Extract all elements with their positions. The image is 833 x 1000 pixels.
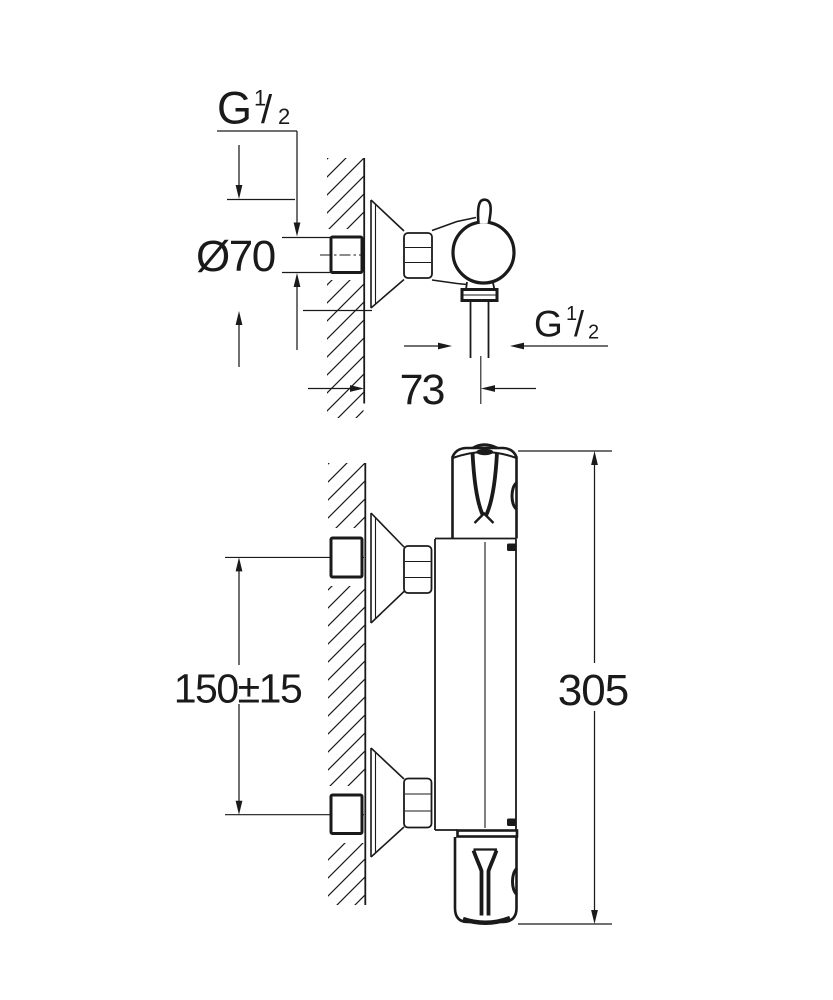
bottom-handle xyxy=(453,829,519,925)
dimension-wall-offset: 73 xyxy=(308,366,536,414)
handle-side-button xyxy=(511,867,519,896)
top-handle xyxy=(451,443,518,539)
handle-side-button xyxy=(510,481,518,511)
arrowhead xyxy=(235,557,243,572)
supply-nipple-side xyxy=(320,235,365,274)
lower-s-union xyxy=(329,747,433,858)
arrowhead xyxy=(235,311,243,325)
arrowhead xyxy=(510,342,524,350)
dimension-escutcheon-diameter: Ø70 xyxy=(196,145,276,367)
arrowhead xyxy=(591,451,598,465)
arrowhead xyxy=(235,185,243,199)
dimension-text-connection-spacing: 150±15 xyxy=(174,666,302,712)
arrowhead xyxy=(235,800,243,815)
lower-supply-nipple xyxy=(329,793,364,835)
handle-collar xyxy=(456,829,519,838)
dimension-overall-length: 305 xyxy=(518,450,629,925)
escutcheon-side xyxy=(370,199,405,309)
handle-top-dome xyxy=(472,443,498,450)
dimension-connection-spacing: 150±15 xyxy=(174,557,303,815)
dimension-text-wall-offset: 73 xyxy=(400,366,445,414)
extension-lines-side xyxy=(227,198,372,312)
arrowhead xyxy=(293,273,301,287)
wall-section-side xyxy=(325,158,366,418)
upper-supply-nipple xyxy=(329,536,364,579)
front-view: 150±15 305 xyxy=(174,443,629,925)
wall-section-front xyxy=(326,463,367,905)
dimension-thread-top: G1/2 xyxy=(217,83,301,350)
knob-lever xyxy=(476,198,492,224)
arrowhead xyxy=(293,222,301,237)
valve-body-side xyxy=(431,198,516,404)
upper-stop-button xyxy=(507,543,516,551)
grip-groove xyxy=(471,849,484,916)
union-nut-side xyxy=(403,232,433,279)
dimension-text-diameter: Ø70 xyxy=(196,232,275,281)
arrowhead xyxy=(438,342,452,350)
arrowhead xyxy=(350,385,364,392)
lower-stop-button xyxy=(507,818,516,826)
arrowhead xyxy=(481,385,495,392)
grip-groove xyxy=(470,452,485,517)
lower-union-nut xyxy=(403,777,433,829)
arrowhead xyxy=(591,910,598,924)
thermostat-knob-side xyxy=(451,220,516,285)
upper-s-union xyxy=(329,512,433,624)
handle-bottom-cap xyxy=(462,915,511,925)
mixer-body xyxy=(434,537,517,831)
dimension-text-thread-top: G1/2 xyxy=(217,83,290,134)
upper-union-nut xyxy=(403,545,433,594)
dimension-text-overall-length: 305 xyxy=(558,666,628,715)
